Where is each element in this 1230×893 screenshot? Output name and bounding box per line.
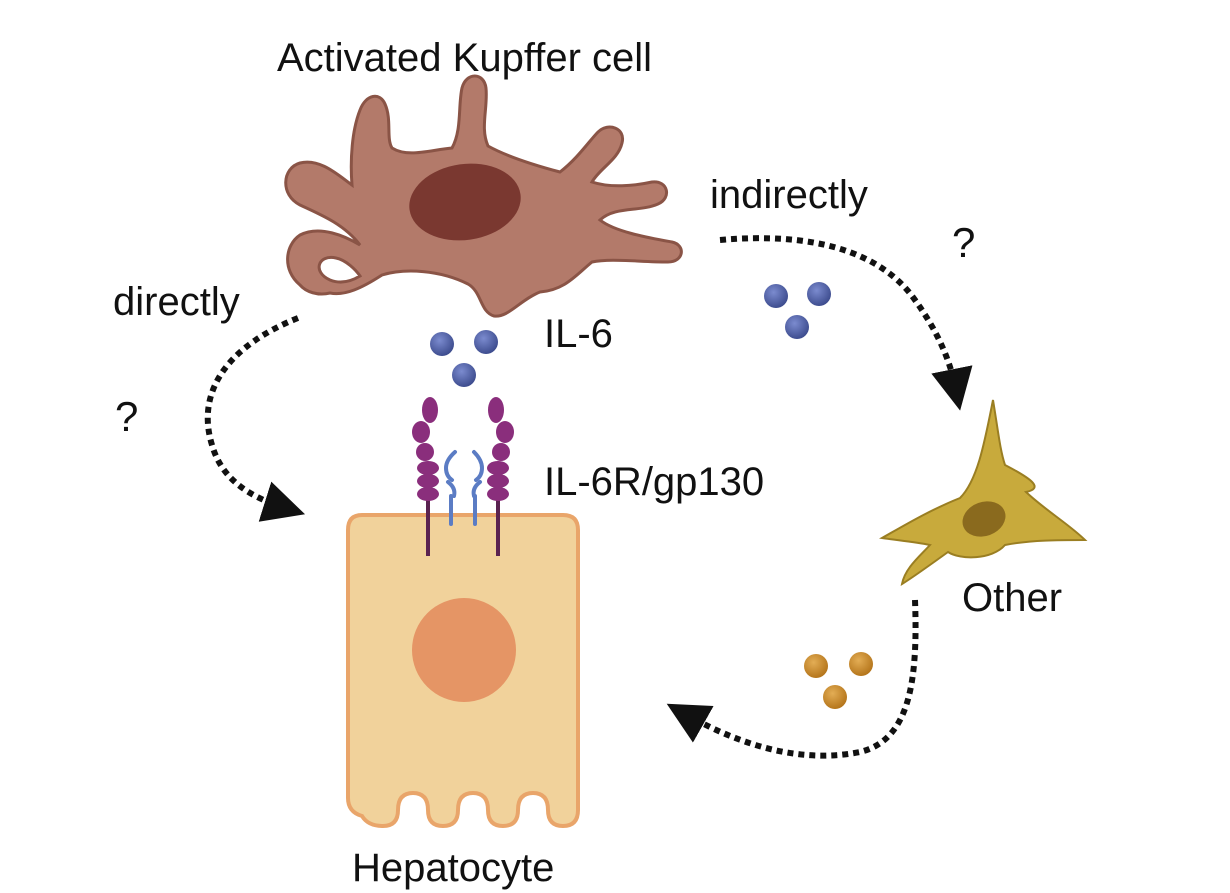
hepatocyte-label: Hepatocyte: [352, 846, 555, 890]
other-molecule: [804, 654, 828, 678]
return-arrow: [666, 599, 919, 759]
il6-molecule: [430, 332, 454, 356]
question-mark-left: ?: [115, 393, 139, 440]
other-cell-label: Other: [962, 576, 1063, 620]
il6-molecule: [452, 363, 476, 387]
il6-molecules: [430, 330, 498, 387]
il6-molecule: [764, 284, 788, 308]
kupffer-cell: [284, 74, 683, 318]
other-cell: [878, 399, 1088, 587]
question-mark-right: ?: [952, 219, 976, 266]
il6r-left: [412, 397, 439, 501]
il6-receptor-complex: [412, 397, 514, 556]
il6-label: IL-6: [544, 312, 613, 356]
il6r-right: [487, 397, 514, 501]
other-cell-nucleus: [962, 501, 1006, 537]
direct-arrow: [204, 315, 306, 522]
il6-molecules-indirect: [764, 282, 831, 339]
hepatocyte-nucleus: [412, 598, 516, 702]
il6-molecule: [785, 315, 809, 339]
directly-label: directly: [113, 280, 240, 324]
gp130: [443, 450, 485, 526]
other-molecule: [849, 652, 873, 676]
hepatocyte-cell: [346, 513, 580, 829]
indirect-arrow: [719, 235, 973, 411]
other-molecules: [804, 652, 873, 709]
indirectly-label: indirectly: [710, 173, 868, 217]
kupffer-cell-label: Activated Kupffer cell: [277, 36, 653, 80]
other-molecule: [823, 685, 847, 709]
il6-molecule: [474, 330, 498, 354]
other-cell-body: [878, 399, 1088, 587]
kupffer-nucleus: [409, 163, 521, 241]
il6-molecule: [807, 282, 831, 306]
arrows: [204, 235, 973, 759]
receptor-label: IL-6R/gp130: [544, 460, 765, 504]
